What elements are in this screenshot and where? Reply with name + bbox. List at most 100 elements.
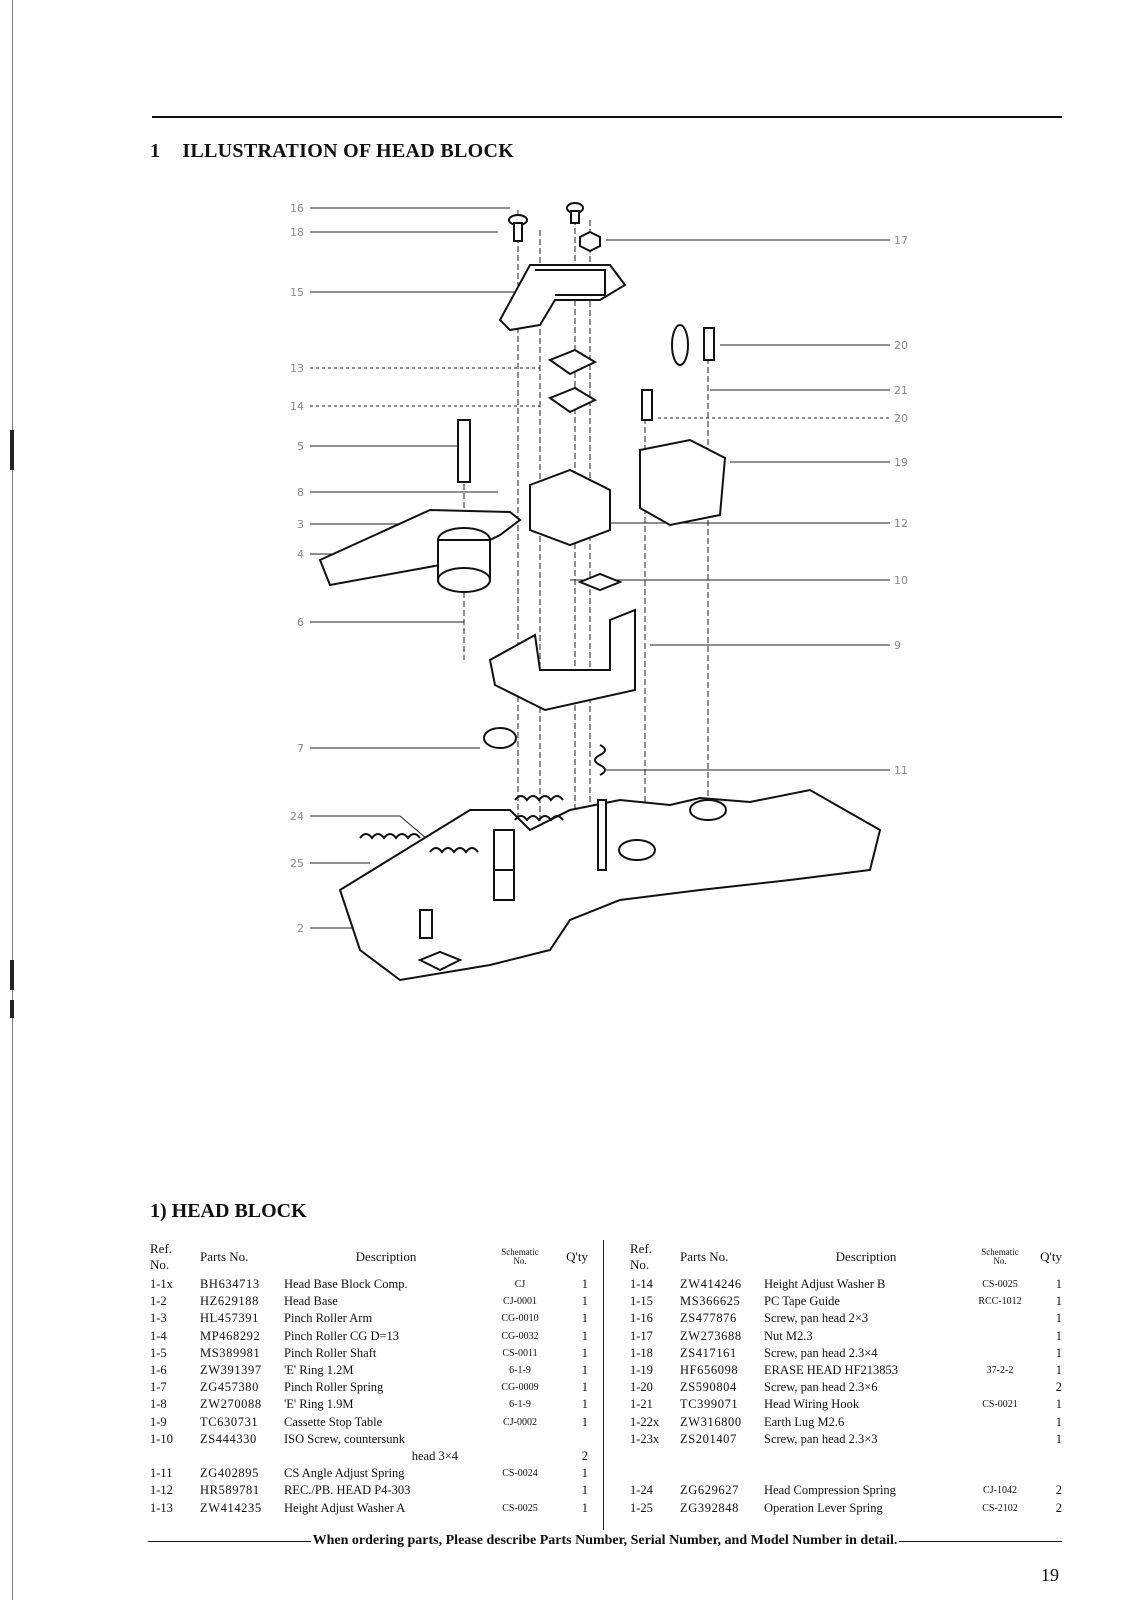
qty-cell: 1 [581,1414,588,1429]
ref-no-cell: 1-5 [150,1345,167,1360]
qty-cell: 1 [1055,1345,1062,1360]
ref-no-cell: 1-24 [630,1483,653,1498]
ordering-note-text: When ordering parts, Please describe Par… [312,1533,898,1548]
header-ref-no: Ref.No. [630,1241,653,1272]
ref-no-cell: 1-16 [630,1311,653,1326]
callout-number: 4 [297,548,304,561]
parts-no-cell [680,1448,764,1465]
qty-cell: 1 [581,1311,588,1326]
parts-no-cell: HR589781 [200,1483,260,1498]
page-number: 19 [1041,1565,1059,1585]
schematic-no-cell [968,1448,1032,1465]
header-ref-no: Ref.No. [150,1241,173,1272]
ref-no-cell: 1-2 [150,1294,167,1309]
qty-cell: 1 [1055,1294,1062,1309]
description-cell: Pinch Roller CG D=13 [284,1328,400,1343]
parts-no-cell: ZW414235 [200,1500,262,1515]
qty-cell: 1 [1055,1363,1062,1378]
parts-no-cell: ZS444330 [200,1431,257,1446]
assembly-axes [463,210,709,880]
section-number: 1 [150,140,161,162]
callout-number: 20 [894,412,908,425]
qty-cell: 1 [1055,1328,1062,1343]
qty-cell: 2 [1055,1483,1062,1498]
header-parts-no: Parts No. [200,1249,249,1264]
schematic-no-cell: CJ-0002 [503,1416,537,1428]
parts-no-cell: ZS417161 [680,1345,737,1360]
callout-number: 9 [894,639,901,652]
ordering-note: When ordering parts, Please describe Par… [148,1533,1062,1549]
description-cell: Nut M2.3 [764,1328,813,1343]
schematic-no-cell [488,1482,552,1499]
qty-cell: 2 [581,1449,588,1464]
qty-cell: 2 [1055,1500,1062,1515]
schematic-no-cell: CS-0021 [982,1399,1018,1411]
callout-number: 18 [290,226,304,239]
parts-no-cell: ZS201407 [680,1431,737,1446]
description-cell: Pinch Roller Arm [284,1311,373,1326]
callout-number: 8 [297,486,304,499]
callout-number: 19 [894,456,908,469]
spring-drawings [359,795,564,854]
callout-number: 13 [290,362,304,375]
callout-number: 3 [297,518,304,531]
qty-cell: 1 [581,1363,588,1378]
schematic-no-cell [968,1379,1032,1396]
ref-no-cell: 1-12 [150,1483,173,1498]
note-rule-left [148,1540,311,1542]
parts-no-cell: ZG392848 [680,1500,739,1515]
schematic-no-cell: CS-0025 [982,1279,1018,1290]
part-drawings [318,202,882,982]
qty-cell: 1 [581,1500,588,1515]
callout-number: 6 [297,616,304,629]
ref-no-cell: 1-9 [150,1414,167,1429]
schematic-no-cell [968,1414,1032,1431]
header-description: Description [355,1249,417,1264]
parts-no-cell: BH634713 [200,1277,260,1291]
schematic-no-cell [488,1431,552,1448]
parts-no-cell: ZG629627 [680,1483,739,1498]
qty-cell: 1 [1055,1414,1062,1429]
ref-no-cell: 1-8 [150,1397,167,1412]
parts-no-cell: MS389981 [200,1345,261,1360]
callout-number: 20 [894,339,908,352]
schematic-no-cell: CG-0009 [501,1382,539,1394]
parts-no-cell: ZW316800 [680,1414,742,1429]
qty-cell: 1 [1055,1431,1062,1446]
header-parts-no: Parts No. [680,1249,729,1264]
schematic-no-cell: CS-0025 [502,1502,538,1514]
description-cell: Screw, pan head 2×3 [764,1311,869,1326]
description-cell: Cassette Stop Table [284,1414,383,1429]
description-cell: Head Base [284,1294,338,1309]
ref-no-cell: 1-4 [150,1328,167,1343]
qty-cell: 1 [581,1483,588,1498]
parts-no-cell: ZW270088 [200,1397,262,1412]
top-rule [152,116,1062,118]
ref-no-cell: 1-17 [630,1328,653,1343]
parts-no-cell: MS366625 [680,1294,741,1309]
schematic-no-cell [968,1310,1032,1327]
scan-margin-mark [10,960,14,990]
ref-no-cell: 1-14 [630,1277,653,1291]
